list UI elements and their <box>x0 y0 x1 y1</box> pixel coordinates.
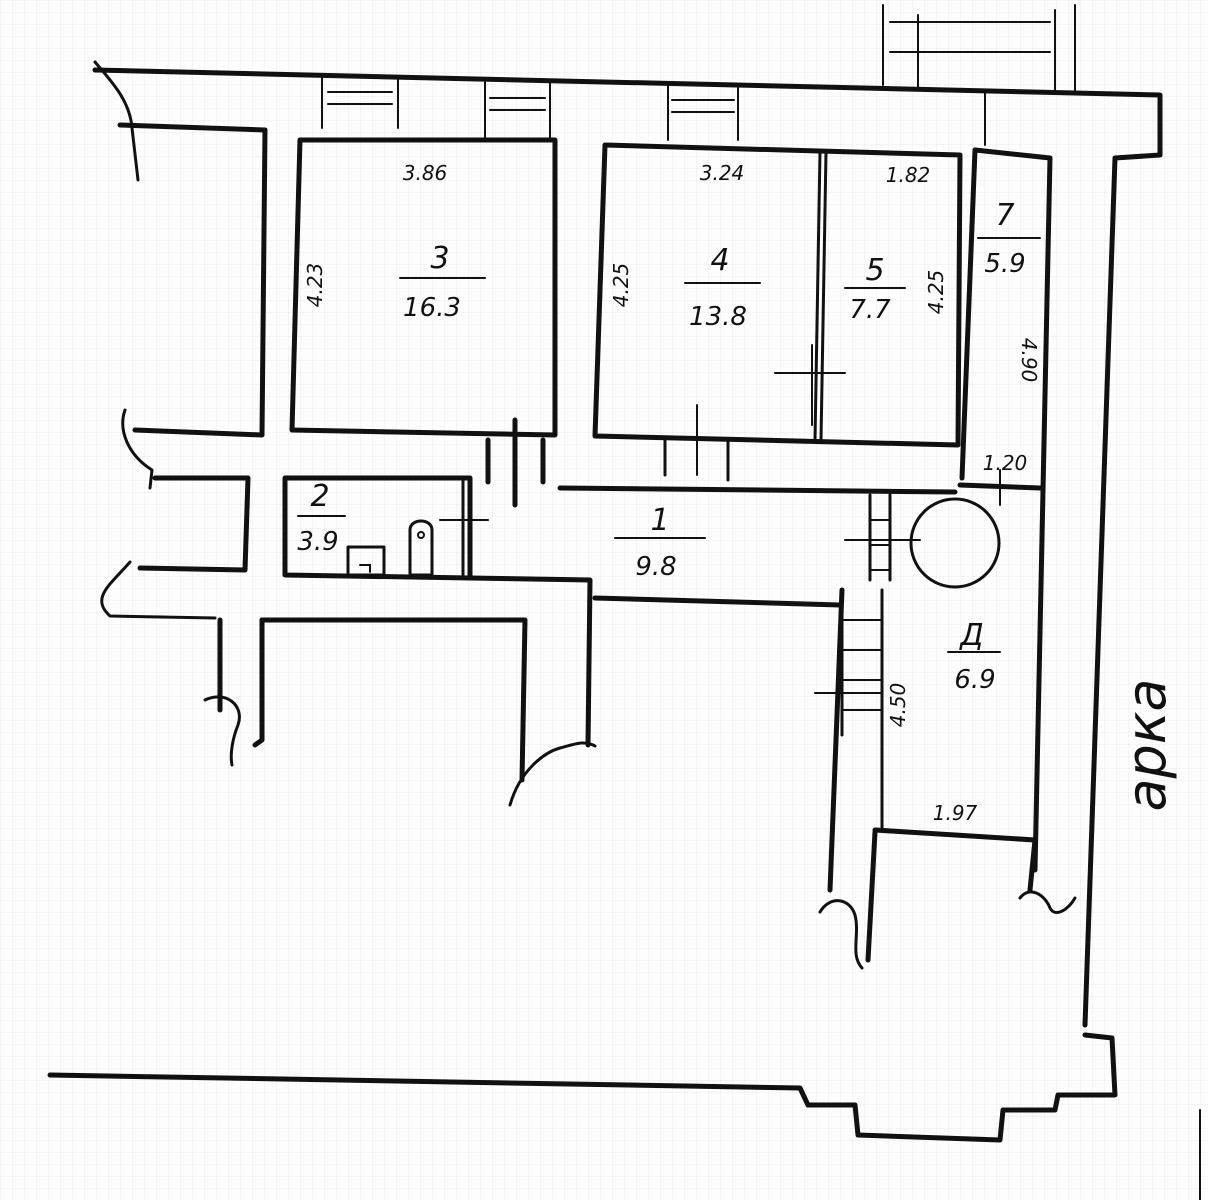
room-7-label: 7 5.9 4.90 <box>977 198 1041 383</box>
room-width: 1.82 <box>886 163 931 187</box>
windows <box>321 4 1076 146</box>
room-height: 4.25 <box>924 270 948 315</box>
room-number: 2 <box>310 479 329 514</box>
bottom-walls <box>47 1032 1201 1200</box>
corridor-walls <box>259 417 1043 807</box>
room-number: 3 <box>430 241 449 276</box>
room-area: 5.9 <box>984 249 1025 279</box>
room-1-label: 1 9.8 <box>614 503 706 582</box>
room-area: 9.8 <box>635 552 676 582</box>
room-area: 7.7 <box>849 295 891 325</box>
room-d-walls <box>818 587 1077 970</box>
room-area: 6.9 <box>954 665 995 695</box>
room-number: 7 <box>995 198 1014 233</box>
room-3-walls <box>289 137 558 438</box>
room-height: 4.90 <box>1017 338 1041 383</box>
room-5-label: 5 7.7 1.82 4.25 <box>844 163 948 325</box>
room-height: 4.25 <box>609 263 633 308</box>
room-3-label: 3 16.3 3.86 4.23 <box>303 161 486 323</box>
room-d-label: Д 6.9 1.97 4.50 <box>886 618 1001 825</box>
room-height: 4.23 <box>303 263 327 308</box>
sanitary-fixtures <box>346 519 434 577</box>
room-4-label: 4 13.8 3.24 4.25 <box>609 161 761 332</box>
outer-walls <box>92 60 1163 1028</box>
room-number: 4 <box>710 243 729 278</box>
room-4-5-walls <box>592 142 963 476</box>
room-number: Д <box>958 618 983 653</box>
room-2-label: 2 3.9 <box>297 479 346 557</box>
stairs <box>814 493 921 832</box>
room-width: 3.24 <box>700 161 745 185</box>
arch-label: арка <box>1115 678 1178 811</box>
stove-circle <box>909 497 1001 589</box>
room-number: 1 <box>650 503 669 538</box>
room-width: 3.86 <box>403 161 448 185</box>
room-area: 16.3 <box>403 293 461 323</box>
room-height: 4.50 <box>886 683 910 728</box>
room-number: 5 <box>865 253 884 288</box>
room-area: 13.8 <box>689 302 747 332</box>
room-area: 3.9 <box>297 527 338 557</box>
corridor-width-dimension: 1.20 <box>983 451 1028 475</box>
room-7-walls <box>959 147 1053 873</box>
room-width: 1.97 <box>933 801 978 825</box>
